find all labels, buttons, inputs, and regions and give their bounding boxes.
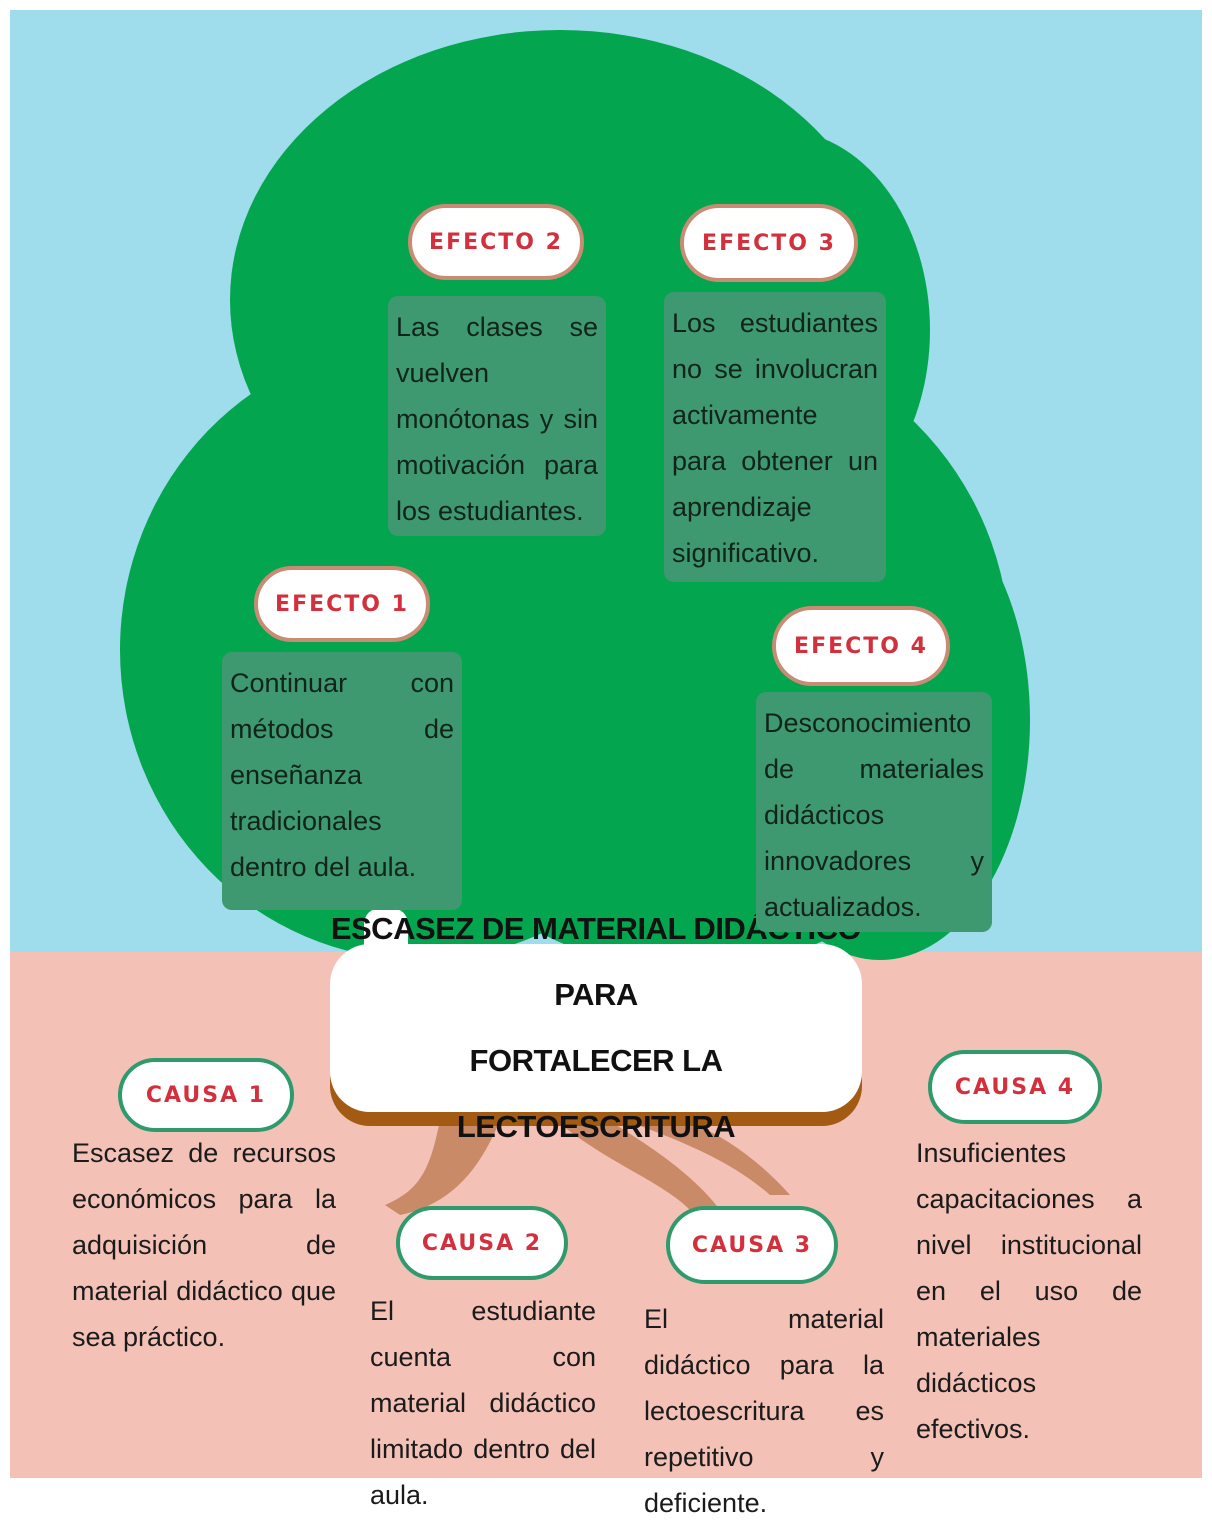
causa-3-label: CAUSA 3	[666, 1206, 838, 1284]
efecto-2-label: EFECTO 2	[408, 204, 584, 280]
causa-2-label: CAUSA 2	[396, 1206, 568, 1280]
efecto-1-text: Continuar con métodos de enseñanza tradi…	[222, 652, 462, 910]
root-right	[610, 1115, 790, 1195]
efecto-1-label: EFECTO 1	[254, 566, 430, 642]
causa-2-text: El estudiante cuenta con material didáct…	[370, 1296, 596, 1510]
title-line-2: FORTALECER LA LECTOESCRITURA	[456, 1043, 736, 1144]
efecto-3-text: Los estudiantes no se involucran activam…	[664, 292, 886, 582]
efecto-4-text: Desconocimiento de materiales didácticos…	[756, 692, 992, 932]
root-left	[385, 1120, 500, 1215]
efecto-2-text: Las clases se vuelven monótonas y sin mo…	[388, 296, 606, 536]
causa-1-text: Escasez de recursos económicos para la a…	[72, 1138, 336, 1352]
efecto-3-label: EFECTO 3	[680, 204, 858, 282]
causa-1-label: CAUSA 1	[118, 1058, 294, 1132]
causa-4-label: CAUSA 4	[928, 1050, 1102, 1124]
root-middle	[550, 1115, 720, 1210]
tree-roots	[385, 1115, 790, 1215]
causa-3-text: El material didáctico para la lectoescri…	[644, 1304, 884, 1518]
problem-title-box: ESCASEZ DE MATERIAL DIDÁCTICO PARA FORTA…	[330, 911, 862, 1144]
efecto-4-label: EFECTO 4	[772, 606, 950, 686]
causa-4-text: Insuficientes capacitaciones a nivel ins…	[916, 1138, 1142, 1444]
